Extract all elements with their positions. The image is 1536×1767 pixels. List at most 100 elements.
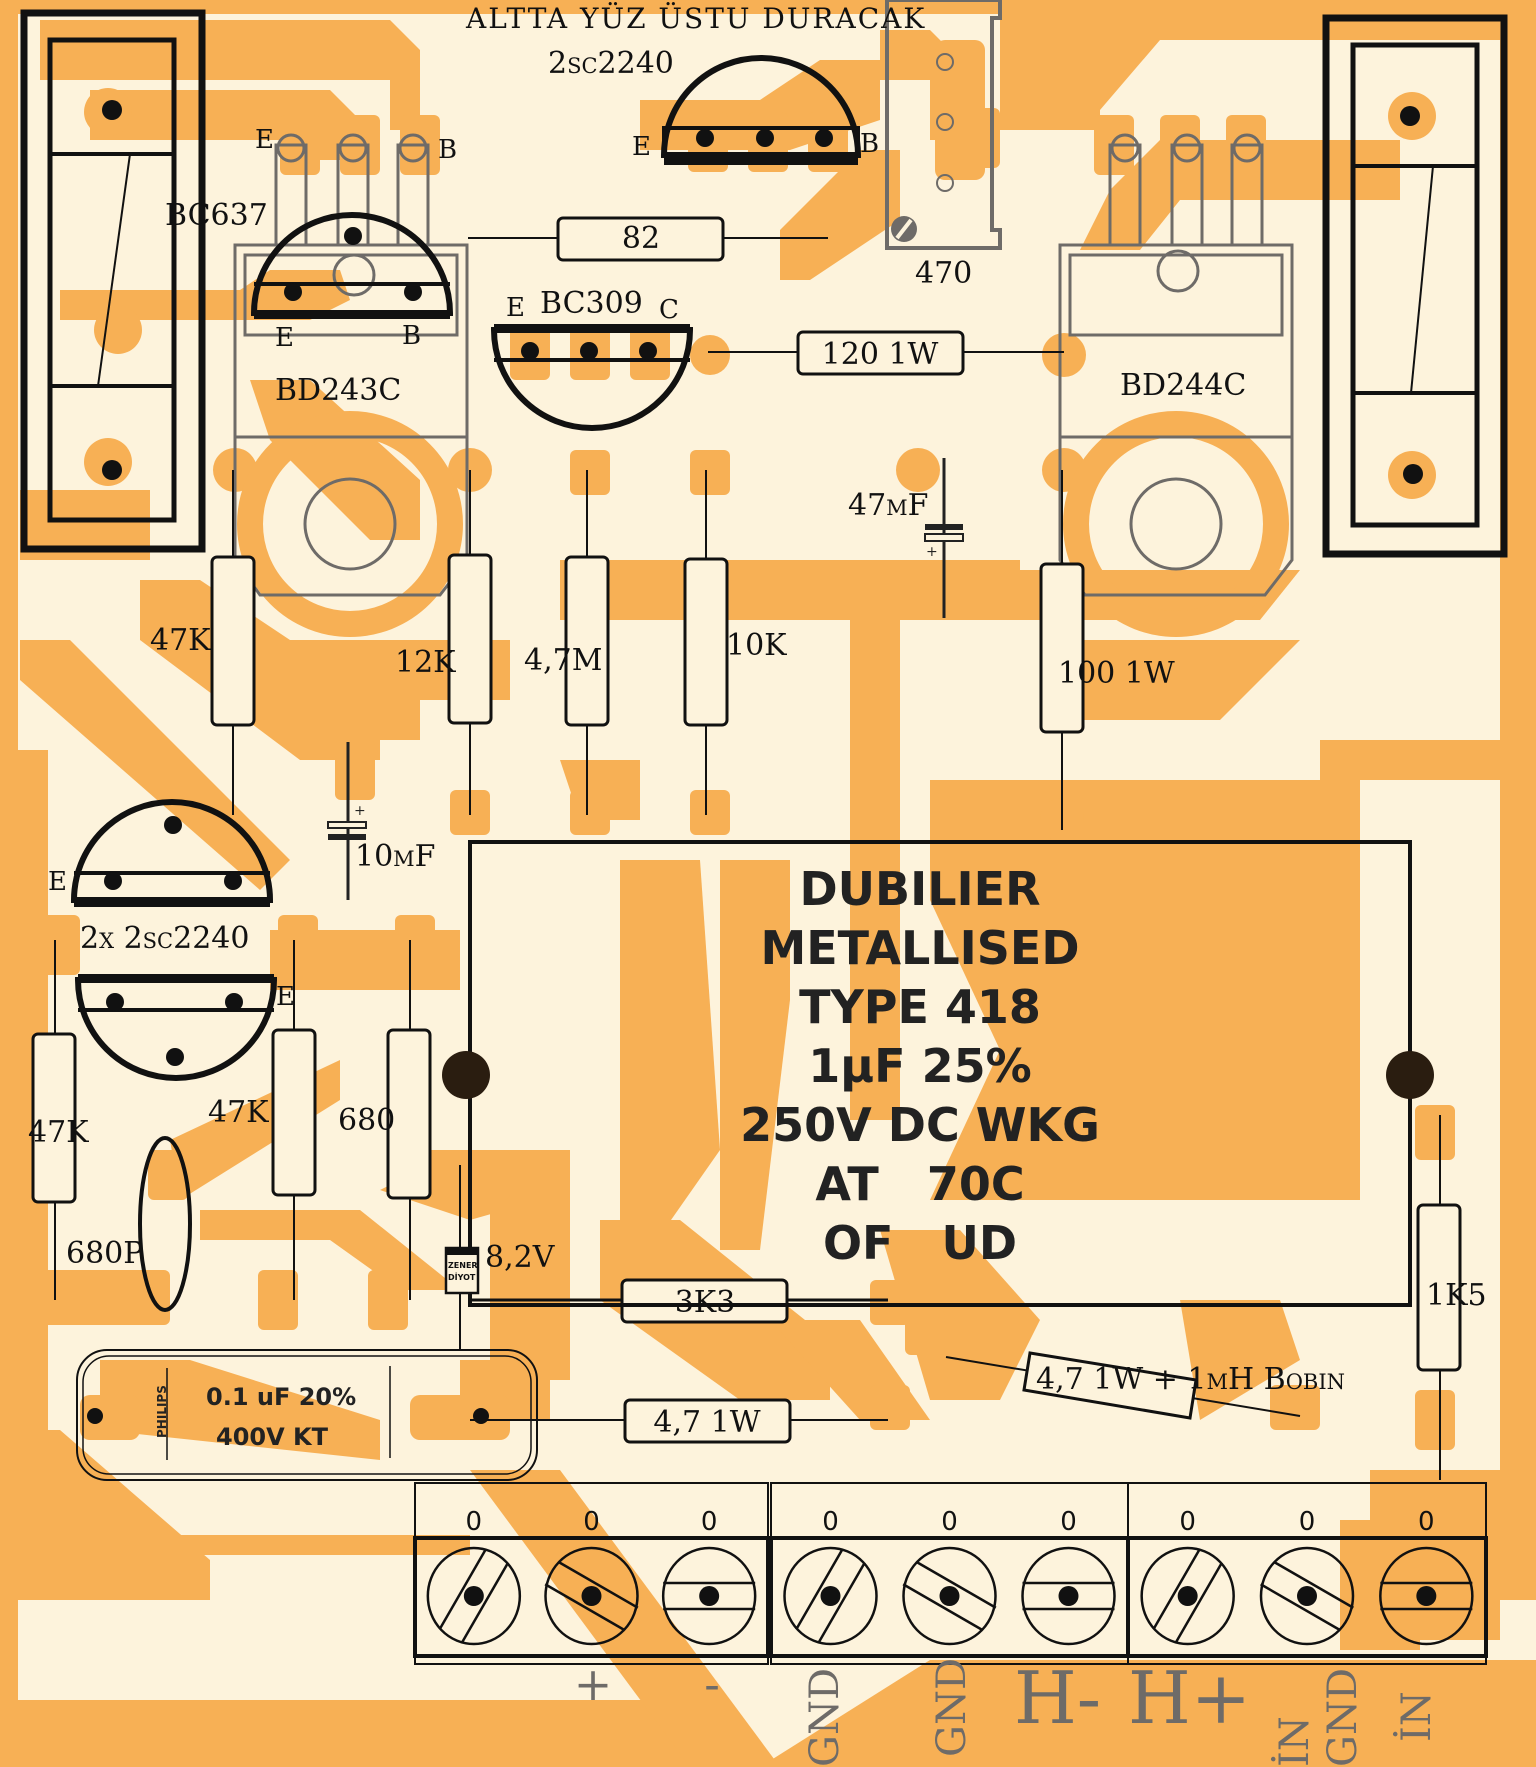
resistor-4-7-bobin [945,1351,1301,1420]
resistor-47k-top [210,470,256,815]
pin-e: E [506,293,525,323]
trimmer-screw-icon[interactable] [891,216,917,242]
label-r100: 100 1W [1058,656,1175,691]
screw-terminal[interactable] [1379,1546,1474,1646]
screw-slot-icon [544,1560,639,1632]
dubilier-line: AT 70C [815,1157,1024,1211]
resistor-10k [683,470,729,815]
screw-terminal[interactable] [426,1546,522,1646]
pin-b: B [402,321,421,351]
label-r4-7-bobin: 4,7 1W + 1µH Bobin [1036,1362,1345,1397]
zener-diode [444,1165,480,1350]
terminal-pin-mark: 0 [466,1507,483,1537]
label-r47k-top: 47K [150,623,211,658]
resistor-4-7m [564,470,610,815]
label-c680p: 680P [66,1236,143,1271]
label-r680: 680 [338,1103,395,1138]
terminal-label-h-plus: H+ [1128,1656,1251,1740]
resistor-1k5 [1416,1115,1462,1480]
screw-terminal[interactable] [544,1546,639,1646]
capacitor-philips [76,1349,538,1481]
label-r3k3: 3K3 [675,1285,736,1320]
dubilier-line: 1µF 25% [808,1039,1031,1093]
dubilier-line: OF UD [823,1216,1017,1270]
terminal-pin-mark: 0 [822,1507,839,1537]
resistors [31,216,1462,1480]
capacitor-680p [138,1136,192,1312]
pin-e: E [255,125,274,155]
board-note: ALTTA YÜZ ÜSTU DURACAK [465,1,926,35]
terminal-pin-mark: 0 [941,1507,958,1537]
dubilier-line: TYPE 418 [799,980,1041,1034]
resistor-12k [447,470,493,815]
pin-e: E [276,982,295,1012]
resistor-4-7-1w [470,1398,888,1444]
fuse-pin [102,100,122,120]
terminal-pin-mark: 0 [1299,1507,1316,1537]
svg-text:+: + [926,544,938,560]
label-r47k-left: 47K [28,1115,89,1150]
label-r4-7m: 4,7M [524,643,602,678]
dubilier-line: DUBILIER [800,862,1041,916]
label-c47u: 47µF [848,488,929,523]
resistor-82 [468,216,828,262]
label-bd244c: BD244C [1120,368,1246,403]
svg-text:+: + [354,803,366,819]
label-r82: 82 [622,221,660,256]
resistor-100-1w [1039,470,1085,830]
philips-brand: PHILIPS [155,1385,169,1438]
transistor-bc309 [490,324,694,431]
bd243c-footprint [233,133,469,597]
screw-terminal[interactable] [783,1546,878,1646]
terminal-label-gnd2: GND [929,1658,975,1757]
screw-terminal[interactable] [661,1546,757,1646]
label-r120: 120 1W [822,337,939,372]
label-r12k: 12K [395,645,456,680]
capacitor-10uf: + [327,742,367,900]
screw-slot-icon [795,1549,866,1643]
screw-terminal[interactable] [1140,1546,1235,1646]
label-c10u: 10µF [355,839,436,874]
screw-slot-icon [1380,1581,1473,1611]
terminal-label-gnd3: GND [1320,1668,1366,1767]
resistor-3k3 [470,1278,888,1324]
resistor-47k-left [31,940,77,1300]
label-2x-2sc2240: 2x 2sc2240 [80,921,249,956]
screw-terminal[interactable] [1021,1546,1116,1646]
dubilier-line: METALLISED [760,921,1079,975]
labels: ALTTA YÜZ ÜSTU DURACAK 2sc2240 E B E B B… [28,1,1487,1767]
label-r1k5: 1K5 [1426,1278,1487,1313]
screw-terminal[interactable] [902,1546,997,1646]
pin-e: E [632,132,651,162]
label-r10k: 10K [726,628,787,663]
pin-b: B [438,135,457,165]
capacitor-47uf: + [924,458,964,618]
fuse-pin [102,460,122,480]
terminal-label-in-left: İN [1271,1716,1318,1767]
capacitor-dubilier [442,840,1434,1307]
label-2sc2240-top: 2sc2240 [548,46,674,81]
zener-body-line2: DİYOT [448,1272,476,1282]
bd244c-footprint [1058,133,1294,597]
transistor-2sc2240-pair-bottom [74,974,278,1081]
pin-c: C [659,295,679,325]
label-r4-7-1w: 4,7 1W [653,1405,760,1440]
transistor-2sc2240-top [660,55,862,165]
screw-slot-icon [438,1549,510,1643]
label-bc637: BC637 [165,198,268,233]
screw-slot-icon [1152,1549,1224,1643]
screw-slot-icon [902,1560,997,1632]
label-r47k-mid: 47K [208,1095,269,1130]
fuse-pin [1400,106,1420,126]
fuse-pin [1403,464,1423,484]
trimmer-470[interactable] [885,0,1002,250]
pin-e: E [48,867,67,897]
label-bc309: BC309 [540,286,643,321]
screw-terminal[interactable] [1259,1546,1355,1646]
